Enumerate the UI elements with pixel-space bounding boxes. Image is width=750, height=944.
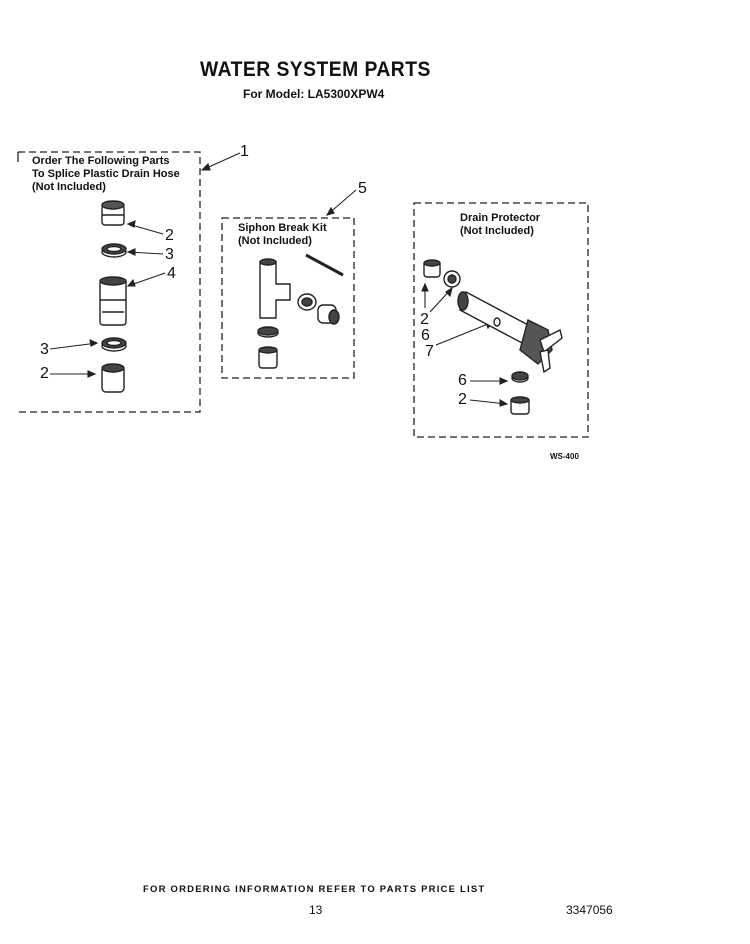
callout-group1-item: 4 [167,265,176,282]
figure-code: WS-400 [550,452,579,461]
callout-group1-item: 3 [165,246,174,263]
group1-line: (Not Included) [32,181,106,193]
group3-box [413,202,589,438]
callout-group3-item: 2 [458,391,467,408]
page-number: 13 [309,903,323,917]
callout-group1-item: 2 [40,365,49,382]
group1-line: Order The Following Parts [32,155,170,167]
group3-label: Drain Protector (Not Included) [460,212,540,238]
group2-box [221,217,355,379]
callout-group1-item: 2 [165,227,174,244]
callout-1: 1 [240,143,249,160]
callout-group3-item: 6 [421,327,430,344]
group1-label: Order The Following Parts To Splice Plas… [32,155,180,194]
group2-label: Siphon Break Kit (Not Included) [238,222,327,248]
callout-group3-item: 6 [458,372,467,389]
group2-line: Siphon Break Kit [238,222,327,234]
callout-group3-item: 2 [420,311,429,328]
group1-line: To Splice Plastic Drain Hose [32,168,180,180]
group3-line: Drain Protector [460,212,541,224]
group3-parts [423,259,563,415]
group3-line: (Not Included) [460,225,534,237]
group2-parts [257,253,344,369]
group2-line: (Not Included) [238,235,312,247]
callout-group1-item: 3 [40,341,49,358]
group1-parts [99,200,127,393]
document-number: 3347056 [566,903,613,917]
callout-5: 5 [358,180,367,197]
ordering-note: FOR ORDERING INFORMATION REFER TO PARTS … [143,884,486,895]
callout-group3-item: 7 [425,343,434,360]
model-subtitle: For Model: LA5300XPW4 [243,87,385,101]
group1-box [18,151,201,413]
page-title: WATER SYSTEM PARTS [200,58,431,81]
